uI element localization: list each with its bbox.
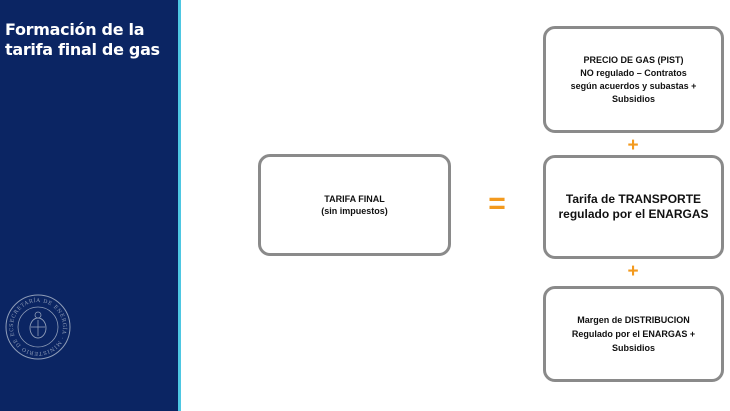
final-tariff-line-2: (sin impuestos): [321, 206, 388, 216]
distribution-line-3: Subsidios: [611, 343, 655, 353]
sidebar-panel: [0, 0, 178, 411]
title-line-2: tarifa final de gas: [5, 40, 160, 59]
final-tariff-line-1: TARIFA FINAL: [324, 194, 385, 204]
gas-price-line-3: según acuerdos y subastas +: [570, 80, 697, 91]
transport-line-2: regulado por el ENARGAS: [558, 207, 709, 221]
distribution-line-2: Regulado por el ENARGAS +: [571, 329, 696, 339]
plus-sign-upper: +: [627, 135, 639, 156]
gas-price-line-1: PRECIO DE GAS (PIST): [583, 54, 684, 65]
ministry-seal-logo: SECRETARÍA DE ENERGÍA · MINISTERIO DE EC…: [4, 293, 71, 360]
plus-sign-lower: +: [627, 261, 639, 282]
final-tariff-box: TARIFA FINAL (sin impuestos): [258, 154, 451, 256]
equals-sign: =: [488, 187, 506, 220]
gas-price-line-4: Subsidios: [611, 93, 655, 104]
transport-line-1: Tarifa de TRANSPORTE: [565, 192, 702, 206]
distribution-line-1: Margen de DISTRIBUCION: [577, 315, 690, 325]
distribution-margin-box: Margen de DISTRIBUCION Regulado por el E…: [543, 286, 724, 382]
title-line-1: Formación de la: [5, 20, 145, 39]
gas-price-line-2: NO regulado – Contratos: [580, 67, 687, 78]
slide-title: Formación de la tarifa final de gas: [5, 20, 175, 60]
gas-price-box: PRECIO DE GAS (PIST) NO regulado – Contr…: [543, 26, 724, 133]
transport-tariff-box: Tarifa de TRANSPORTE regulado por el ENA…: [543, 155, 724, 259]
sidebar-accent-line: [178, 0, 181, 411]
